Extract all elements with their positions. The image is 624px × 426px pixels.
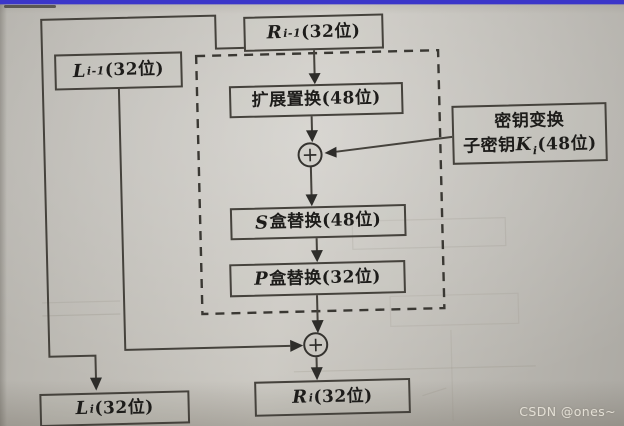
subkey-variable: K [515,133,532,156]
l-prev-suffix: (32位) [104,59,165,81]
arrow-into-expansion [308,73,321,85]
key-transform-box: 密钥变换 子密钥Ki(48位) [451,102,608,165]
expansion-permutation-label: 扩展置换(48位) [251,87,382,112]
r-next-variable: R [292,386,309,409]
arrow-into-pbox [310,250,323,263]
xor-plus-glyph: + [307,331,325,356]
round-function-dashed-boundary [194,48,446,316]
arrow-into-xor1-right [324,146,337,158]
arrow-into-lnext [89,377,102,391]
arrow-into-xor2-left [290,339,304,352]
arrow-into-rnext [310,367,323,381]
subkey-suffix: (48位) [537,133,597,155]
xor-plus-glyph: + [301,141,319,167]
arrow-into-sbox [305,194,318,207]
l-prev-variable: L [72,60,87,82]
r-prev-variable: R [266,22,283,44]
line-pbox-to-xor2 [316,295,319,323]
arrow-into-xor2-top [311,320,324,334]
arrowheads [89,73,337,391]
expansion-permutation-box: 扩展置换(48位) [228,82,404,119]
top-blue-border [0,0,624,4]
ghost-bleedthrough-marks [42,216,536,421]
line-key-to-xor1 [336,135,453,153]
flow-lines [40,14,453,380]
s-box-suffix: 盒替换(48位) [269,209,382,233]
r-next-suffix: (32位) [313,385,373,408]
csdn-watermark: CSDN @ones~ [519,404,616,419]
s-box-variable: S [254,212,269,234]
line-rprev-to-expansion [313,50,316,76]
p-box-variable: P [253,268,269,290]
key-transform-line2: 子密钥Ki(48位) [463,131,597,159]
line-lprev-to-xor2 [117,88,291,351]
subkey-prefix: 子密钥 [462,135,516,157]
r-prev-suffix: (32位) [300,20,361,43]
line-rprev-to-lnext [40,14,244,380]
line-xor1-to-sbox [309,166,313,197]
l-next-variable: L [75,398,90,420]
p-box-suffix: 盒替换(32位) [268,266,382,290]
paper-edge-smudge [4,5,56,8]
arrow-into-xor1-top [305,130,318,143]
key-transform-line1: 密钥变换 [494,109,565,132]
l-next-suffix: (32位) [94,397,154,419]
